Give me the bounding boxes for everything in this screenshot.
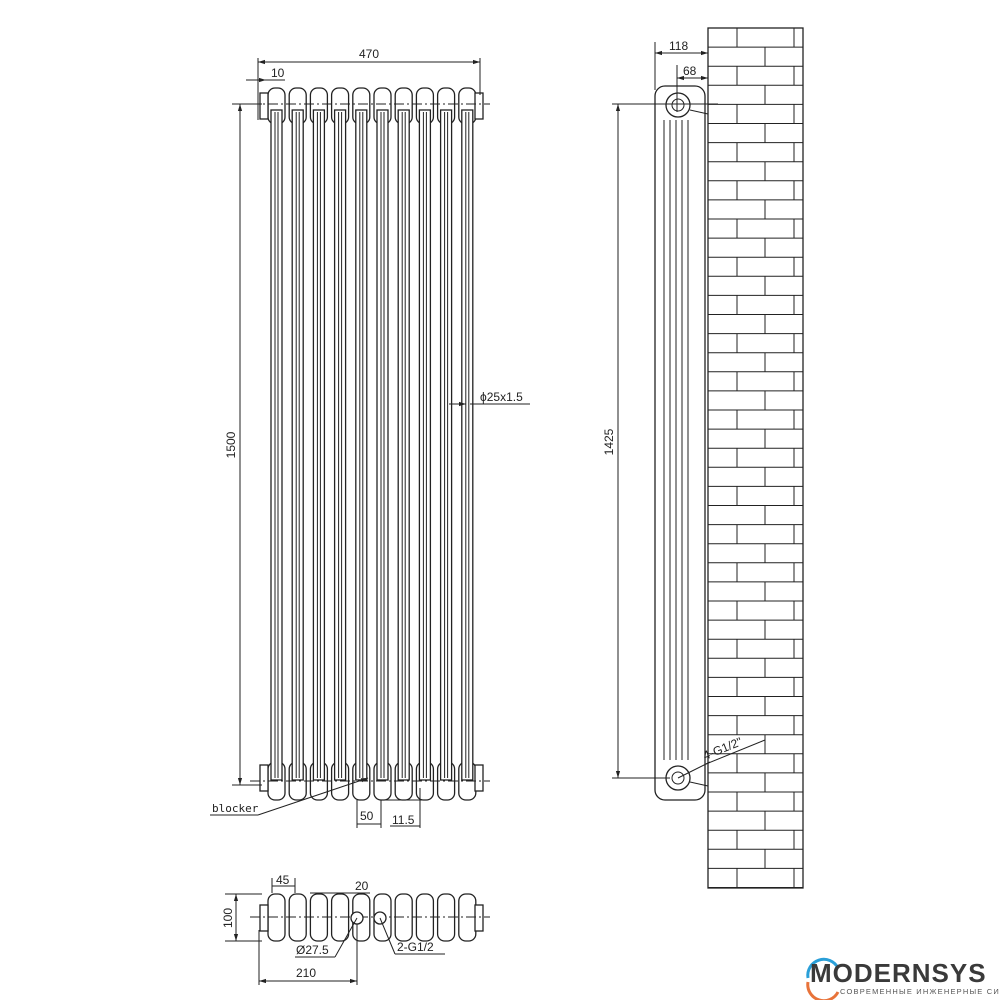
end-plug (474, 764, 484, 792)
end-plug (259, 764, 269, 792)
end-plug (259, 904, 269, 932)
offset-label: 10 (271, 66, 285, 80)
radiator-column (288, 87, 307, 801)
logo-name: MODERNSYS (810, 958, 987, 988)
pitch-label: 45 (276, 873, 290, 887)
top-connection (665, 92, 691, 118)
radiator-column (394, 87, 413, 801)
end-plug (259, 92, 269, 120)
radiator-column (373, 87, 392, 801)
radiator-column (267, 87, 286, 801)
modernsys-logo: MODERNSYS СОВРЕМЕННЫЕ ИНЖЕНЕРНЫЕ СИСТЕМЫ (802, 956, 1000, 1000)
axis-label: 68 (683, 64, 697, 78)
top-view: 45 20 100 Ø27.5 2-G1/2 210 (221, 873, 490, 985)
centers-label: 1425 (602, 428, 616, 455)
radiator-column (352, 87, 371, 801)
depth-label: 118 (669, 39, 688, 53)
radiator-side-profile (654, 85, 706, 801)
logo-tagline: СОВРЕМЕННЫЕ ИНЖЕНЕРНЫЕ СИСТЕМЫ (840, 987, 1000, 996)
width-label: 470 (359, 47, 379, 61)
radiator-column (330, 87, 350, 801)
height-label: 1500 (224, 431, 238, 458)
offset-bottom-label: 11.5 (392, 813, 415, 827)
brick-wall (707, 27, 804, 889)
radiator-column (458, 87, 477, 801)
blocker-label: blocker (212, 802, 259, 815)
front-columns (250, 87, 490, 801)
dist-label: 210 (296, 966, 316, 980)
gap-label: 50 (360, 809, 374, 823)
side-view: 118 68 1425 4-G1/2" (602, 27, 804, 889)
radiator-column (436, 87, 456, 801)
spacing-label: 20 (355, 879, 369, 893)
front-view: 470 10 1500 ϕ25x1.5 blocker 50 11.5 (210, 47, 530, 828)
tube-label: ϕ25x1.5 (480, 390, 523, 404)
radiator-column (415, 87, 435, 801)
end-plug (474, 904, 484, 932)
radiator-column (309, 87, 329, 801)
top-thread-label: 2-G1/2 (397, 940, 434, 954)
end-plug (474, 92, 484, 120)
hole-label: Ø27.5 (296, 943, 329, 957)
top-depth-label: 100 (221, 908, 235, 928)
